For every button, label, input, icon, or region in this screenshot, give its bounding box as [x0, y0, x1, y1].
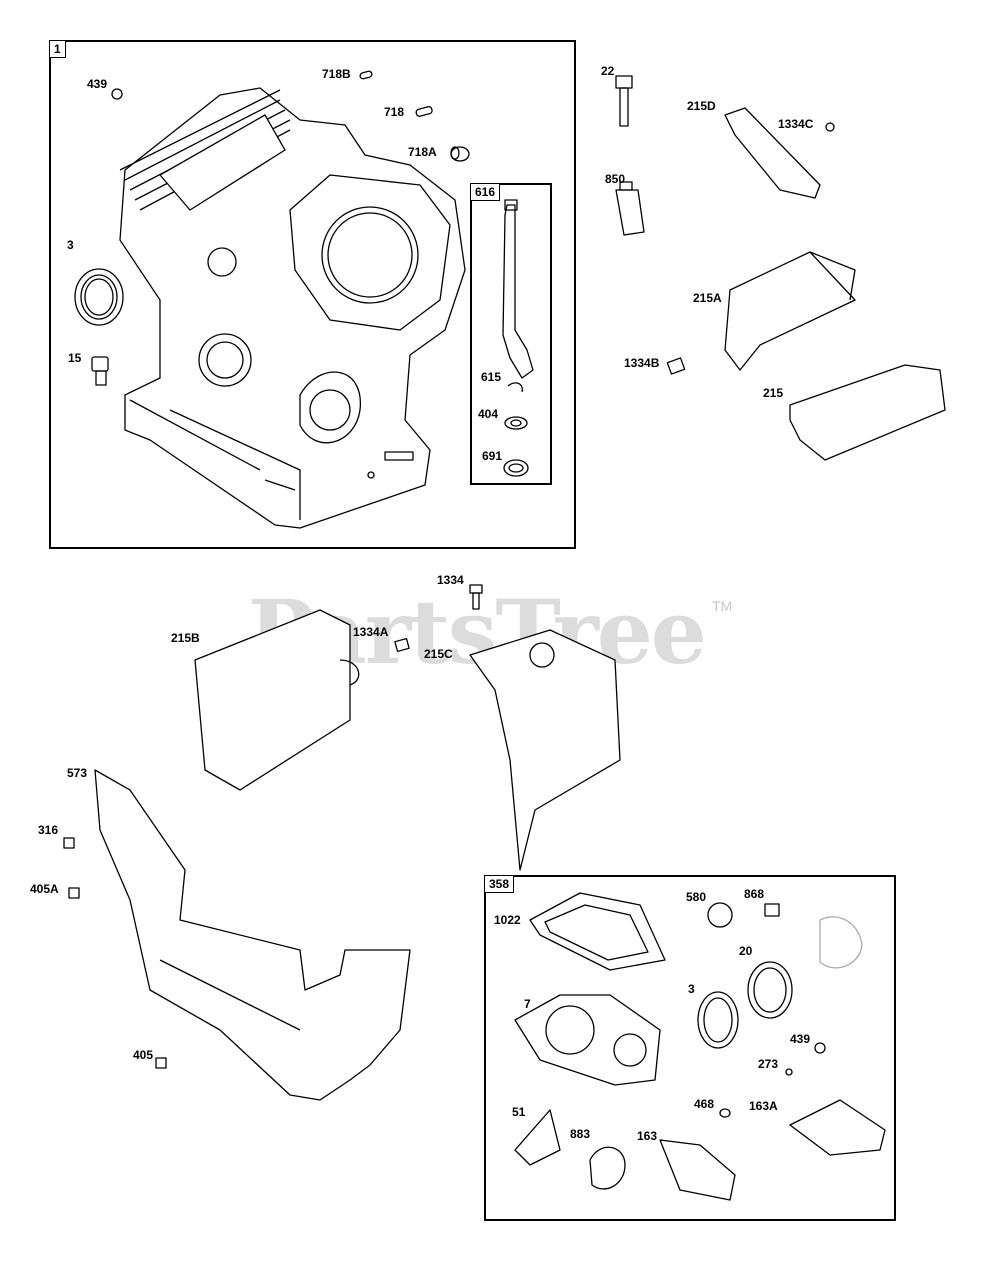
- callout-3-gasket: 3: [688, 982, 695, 996]
- group-box-358: [484, 875, 896, 1221]
- callout-405A: 405A: [30, 882, 59, 896]
- callout-718: 718: [384, 105, 405, 119]
- group-tag-358: 358: [484, 875, 515, 893]
- callout-1334A: 1334A: [353, 625, 389, 639]
- callout-316: 316: [38, 823, 59, 837]
- callout-15: 15: [68, 351, 82, 365]
- callout-1334C: 1334C: [778, 117, 814, 131]
- callout-3: 3: [67, 238, 74, 252]
- callout-215B: 215B: [171, 631, 200, 645]
- group-box-616: [470, 183, 552, 485]
- callout-404: 404: [478, 407, 499, 421]
- callout-51: 51: [512, 1105, 526, 1119]
- callout-580: 580: [686, 890, 707, 904]
- callout-7: 7: [524, 997, 531, 1011]
- callout-718A: 718A: [408, 145, 437, 159]
- callout-718B: 718B: [322, 67, 351, 81]
- callout-868: 868: [744, 887, 765, 901]
- callout-439-gasket: 439: [790, 1032, 811, 1046]
- callout-20: 20: [739, 944, 753, 958]
- callout-573: 573: [67, 766, 88, 780]
- callout-273: 273: [758, 1057, 779, 1071]
- callout-850: 850: [605, 172, 626, 186]
- crankcase-drawing: [119, 87, 466, 529]
- callout-468: 468: [694, 1097, 715, 1111]
- callout-1022: 1022: [494, 913, 521, 927]
- group-tag-1: 1: [49, 40, 66, 58]
- callout-1334B: 1334B: [624, 356, 660, 370]
- callout-163: 163: [637, 1129, 658, 1143]
- callout-405: 405: [133, 1048, 154, 1062]
- callout-215C: 215C: [424, 647, 453, 661]
- group-tag-616: 616: [470, 183, 501, 201]
- group-box-1: [49, 40, 576, 549]
- callout-439: 439: [87, 77, 108, 91]
- callout-215D: 215D: [687, 99, 716, 113]
- callout-1334: 1334: [437, 573, 464, 587]
- callout-615: 615: [481, 370, 502, 384]
- callout-883: 883: [570, 1127, 591, 1141]
- callout-691: 691: [482, 449, 503, 463]
- callout-22: 22: [601, 64, 615, 78]
- callout-163A: 163A: [749, 1099, 778, 1113]
- callout-215: 215: [763, 386, 784, 400]
- callout-215A: 215A: [693, 291, 722, 305]
- trademark-mark: TM: [712, 598, 733, 614]
